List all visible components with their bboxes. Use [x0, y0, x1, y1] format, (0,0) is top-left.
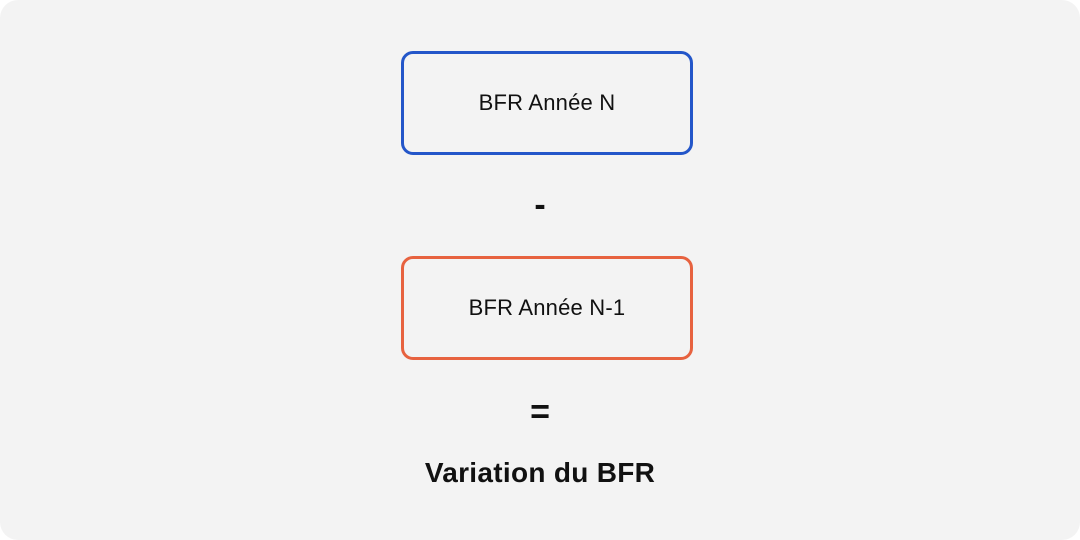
bfr-year-n-label: BFR Année N — [478, 90, 616, 115]
result-label: Variation du BFR — [424, 457, 656, 488]
bfr-year-n-minus-1-label: BFR Année N-1 — [468, 295, 626, 320]
minus-operator: - — [534, 186, 546, 224]
equals-operator: = — [530, 393, 550, 431]
bfr-year-n-minus-1-box: BFR Année N-1 — [401, 256, 693, 360]
bfr-year-n-box: BFR Année N — [401, 51, 693, 155]
